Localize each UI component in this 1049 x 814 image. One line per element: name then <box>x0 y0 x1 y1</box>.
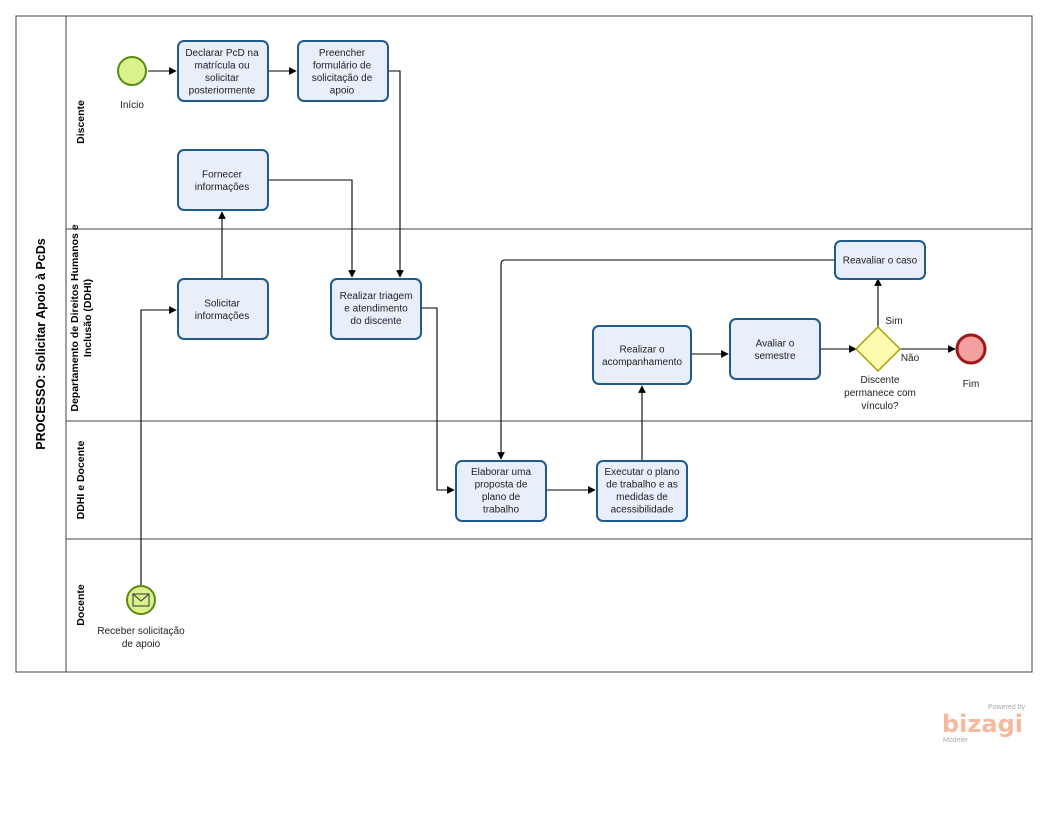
lane-label-ddhi-docente: DDHI e Docente <box>75 440 87 519</box>
task-avaliar[interactable]: Avaliar o semestre <box>729 318 821 380</box>
task-declarar-label-4: posteriormente <box>189 85 256 96</box>
task-preencher-label-3: solicitação de <box>312 73 373 84</box>
task-elaborar-label-3: plano de <box>482 492 521 503</box>
lane-label-discente: Discente <box>75 100 87 144</box>
lane-label-docente: Docente <box>75 584 87 626</box>
task-solicitar[interactable]: Solicitar informações <box>177 278 269 340</box>
flow-preencher-triagem <box>388 70 404 278</box>
task-executar-label-3: medidas de <box>616 492 668 503</box>
flow-message-solicitar <box>140 306 177 585</box>
task-fornecer[interactable]: Fornecer informações <box>177 149 269 211</box>
task-triagem-label-3: do discente <box>350 316 402 327</box>
task-acompanhamento[interactable]: Realizar o acompanhamento <box>592 325 692 385</box>
task-elaborar-label-2: proposta de <box>475 479 528 490</box>
task-solicitar-label-2: informações <box>195 311 249 322</box>
task-reavaliar[interactable]: Reavaliar o caso <box>834 240 926 280</box>
message-event-label-1: Receber solicitação <box>97 626 185 637</box>
message-start-event: Receber solicitação de apoio <box>97 585 185 650</box>
task-avaliar-label-1: Avaliar o <box>756 338 795 349</box>
gateway-label-2: permanece com <box>844 388 916 399</box>
task-preencher-label-2: formulário de <box>313 60 372 71</box>
task-reavaliar-label-1: Reavaliar o caso <box>843 256 918 267</box>
gateway-no-label: Não <box>901 353 920 364</box>
watermark-powered: Powered by <box>988 704 1025 711</box>
start-event: Início <box>117 56 147 111</box>
bizagi-watermark: Powered by bizagi Modeler <box>942 704 1025 744</box>
task-preencher-label-1: Preencher <box>319 48 366 59</box>
envelope-icon <box>132 593 150 607</box>
sequence-flows <box>140 67 956 585</box>
task-declarar-label-3: solicitar <box>205 73 240 84</box>
task-executar-label-1: Executar o plano <box>604 467 679 478</box>
task-avaliar-label-2: semestre <box>754 351 796 362</box>
lane-labels: Discente Departamento de Direitos Humano… <box>69 100 94 626</box>
gateway-yes-label: Sim <box>885 316 902 327</box>
task-fornecer-label-2: informações <box>195 182 249 193</box>
flow-triagem-elaborar <box>422 307 455 494</box>
message-event-label-2: de apoio <box>122 639 161 650</box>
task-triagem-label-1: Realizar triagem <box>340 291 413 302</box>
task-fornecer-label-1: Fornecer <box>202 169 243 180</box>
task-acompanhamento-label-1: Realizar o <box>619 344 664 355</box>
task-executar-label-4: acessibilidade <box>611 504 674 515</box>
pool-title: PROCESSO: Solicitar Apoio à PcDs <box>34 238 48 449</box>
exclusive-gateway: Sim Não Discente permanece com vínculo? <box>844 316 919 412</box>
task-preencher-label-4: apoio <box>330 85 355 96</box>
start-event-label: Início <box>120 100 144 111</box>
lane-label-ddhi-line1: Departamento de Direitos Humanos e <box>69 224 81 411</box>
gateway-label-3: vínculo? <box>861 401 899 412</box>
gateway-label-1: Discente <box>861 375 900 386</box>
flow-fornecer-triagem <box>268 179 356 278</box>
envelope-flap <box>132 593 150 602</box>
end-event-label: Fim <box>963 379 980 390</box>
task-solicitar-label-1: Solicitar <box>204 298 240 309</box>
task-elaborar-label-4: trabalho <box>483 504 520 515</box>
task-acompanhamento-label-2: acompanhamento <box>602 357 682 368</box>
flow-reavaliar-elaborar <box>497 259 834 460</box>
task-declarar-label-2: matrícula ou <box>194 60 249 71</box>
task-executar-label-2: de trabalho e as <box>606 479 678 490</box>
task-declarar-label-1: Declarar PcD na <box>185 48 259 59</box>
bizagi-logo: bizagi <box>942 710 1023 738</box>
lane-label-ddhi-line2: Inclusão (DDHI) <box>82 279 94 357</box>
end-event: Fim <box>955 333 987 390</box>
task-elaborar-label-1: Elaborar uma <box>471 467 531 478</box>
watermark-product: Modeler <box>943 737 969 744</box>
pool: PROCESSO: Solicitar Apoio à PcDs <box>15 15 1033 673</box>
task-triagem-label-2: e atendimento <box>344 304 408 315</box>
